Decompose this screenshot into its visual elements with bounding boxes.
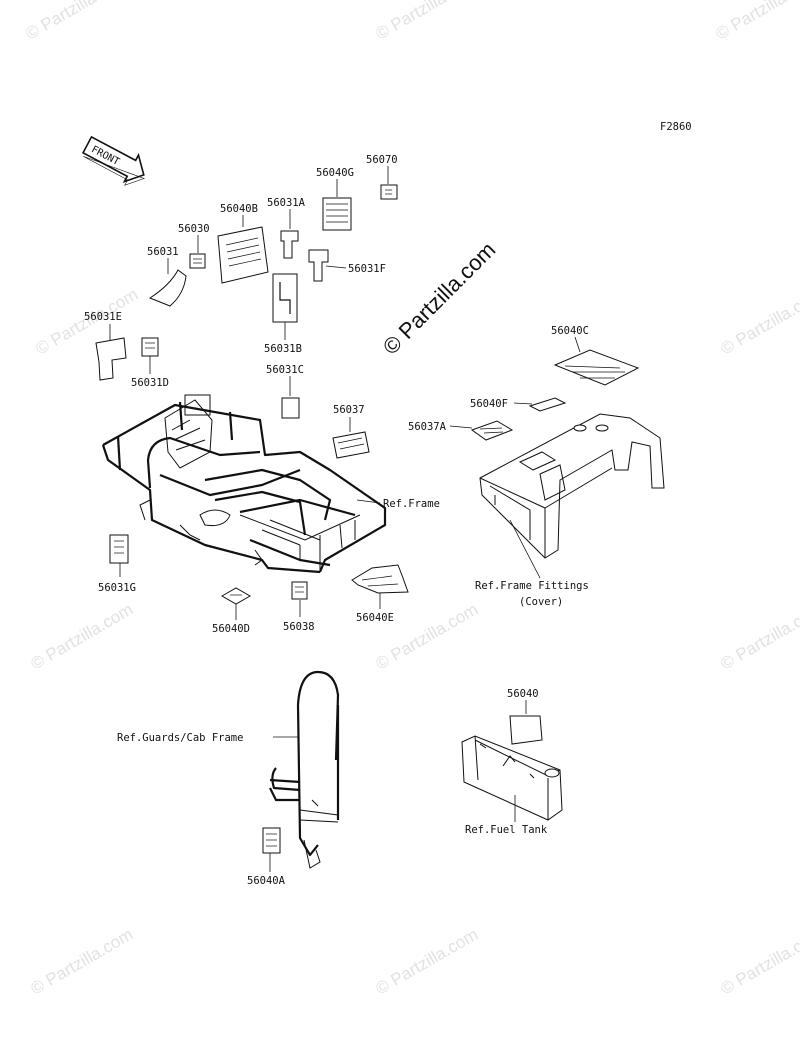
part-label-56037: 56037 — [333, 404, 365, 416]
figure-code: F2860 — [660, 121, 692, 133]
part-label-56031C: 56031C — [266, 364, 304, 376]
fuel-tank — [461, 735, 563, 821]
decal-56040B — [217, 226, 269, 284]
watermark: © Partzilla.com — [718, 285, 800, 359]
part-label-56040C: 56040C — [551, 325, 589, 337]
decal-56031B — [272, 273, 298, 323]
cab-frame-guard — [269, 670, 340, 869]
part-label-56030: 56030 — [178, 223, 210, 235]
part-label-56038: 56038 — [283, 621, 315, 633]
decal-56037 — [332, 431, 370, 459]
watermark: © Partzilla.com — [718, 925, 800, 999]
part-label-56040G: 56040G — [316, 167, 354, 179]
watermark: © Partzilla.com — [373, 0, 482, 43]
decal-56038 — [291, 581, 308, 600]
decal-56030 — [189, 253, 206, 269]
decal-56031C — [281, 397, 300, 419]
part-label-56040A: 56040A — [247, 875, 286, 887]
decal-56040C — [553, 349, 640, 386]
decal-56070 — [380, 184, 398, 200]
part-label-56031B: 56031B — [264, 343, 302, 355]
part-label-56031E: 56031E — [84, 311, 122, 323]
ref-frame-fittings-sub: (Cover) — [519, 596, 563, 608]
watermark: © Partzilla.com — [28, 925, 137, 999]
watermark: © Partzilla.com — [718, 600, 800, 674]
vehicle-frame — [101, 394, 387, 574]
part-label-56031D: 56031D — [131, 377, 169, 389]
decal-56040F — [528, 397, 567, 412]
part-label-56031F: 56031F — [348, 263, 386, 275]
watermark: © Partzilla.com — [713, 0, 800, 43]
decal-56031E — [95, 337, 127, 381]
part-label-56031G: 56031G — [98, 582, 136, 594]
watermark: © Partzilla.com — [373, 600, 482, 674]
ref-frame-label: Ref.Frame — [383, 498, 440, 510]
decal-56031 — [148, 269, 187, 307]
decal-56031A — [280, 230, 299, 259]
decal-56040G — [322, 197, 352, 231]
part-label-56031: 56031 — [147, 246, 179, 258]
part-label-56037A: 56037A — [408, 421, 447, 433]
ref-guards-label: Ref.Guards/Cab Frame — [117, 732, 243, 744]
part-label-56040: 56040 — [507, 688, 539, 700]
watermark-main: © Partzilla.com — [378, 237, 501, 360]
decal-56040E — [351, 564, 409, 594]
watermark: © Partzilla.com — [373, 925, 482, 999]
part-label-56040E: 56040E — [356, 612, 394, 624]
decal-56040A — [262, 827, 281, 854]
decal-56040 — [509, 715, 543, 745]
part-label-56031A: 56031A — [267, 197, 306, 209]
front-arrow-icon: FRONT — [81, 135, 146, 186]
decal-56031D — [141, 337, 159, 357]
decal-56031F — [308, 249, 329, 282]
part-label-56040F: 56040F — [470, 398, 508, 410]
ref-frame-fittings-label: Ref.Frame Fittings — [475, 580, 589, 592]
frame-cover — [479, 413, 665, 559]
ref-fuel-tank-label: Ref.Fuel Tank — [465, 824, 548, 836]
decal-56031G — [109, 534, 129, 564]
decal-56037A — [470, 420, 514, 441]
decal-56040D — [220, 587, 252, 605]
watermark: © Partzilla.com — [28, 600, 137, 674]
part-label-56070: 56070 — [366, 154, 398, 166]
part-label-56040B: 56040B — [220, 203, 258, 215]
part-label-56040D: 56040D — [212, 623, 250, 635]
watermark: © Partzilla.com — [23, 0, 132, 43]
